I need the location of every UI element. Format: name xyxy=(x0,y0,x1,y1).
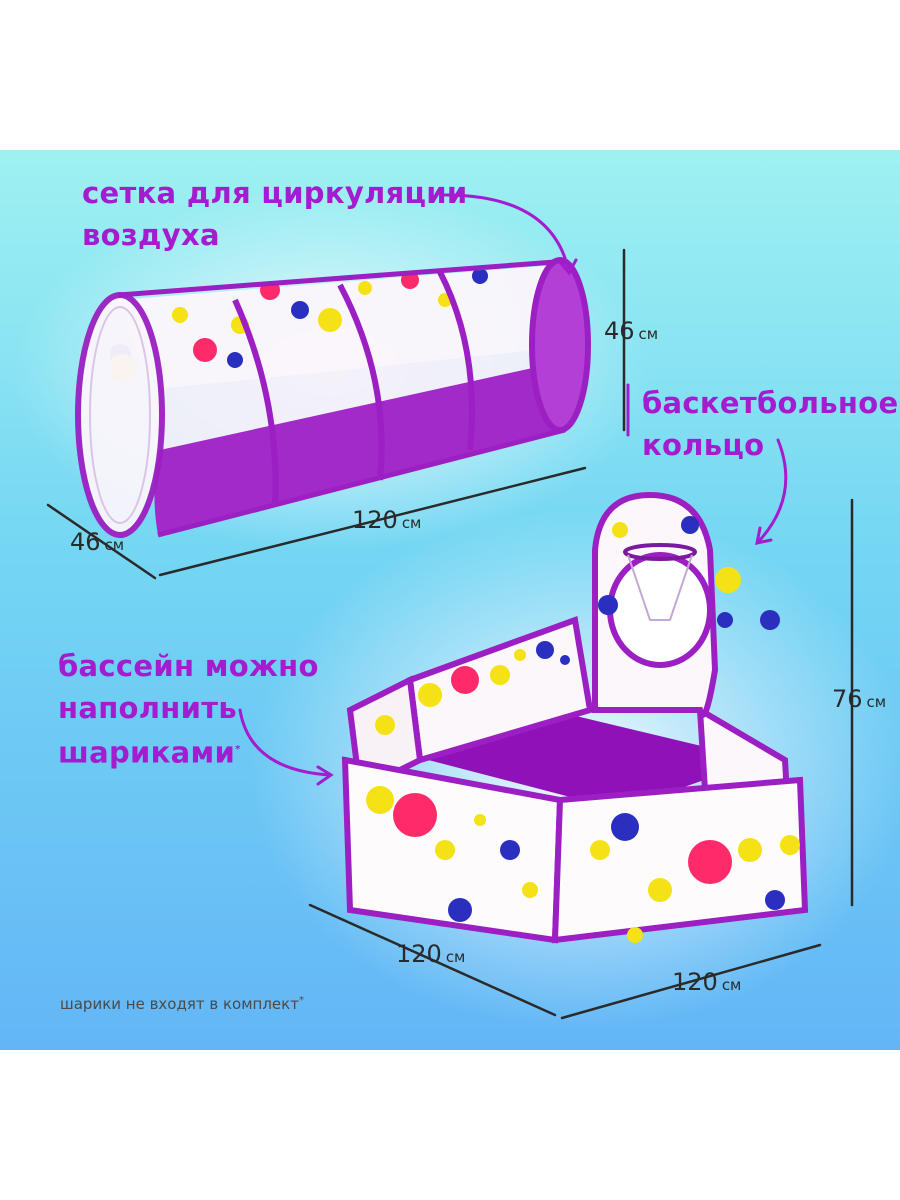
callout-arrows xyxy=(238,193,788,786)
dimension-lines xyxy=(46,248,854,1020)
callout-basketball-hoop: баскетбольное кольцо xyxy=(642,382,898,466)
callout-pool-line1: бассейн можно xyxy=(58,649,319,683)
callout-hoop-line2: кольцо xyxy=(642,428,765,462)
callout-pool-line2: наполнить xyxy=(58,691,238,725)
product-image: сетка для циркуляции воздуха баскетбольн… xyxy=(0,150,900,1050)
callout-pool-footnote-mark: * xyxy=(235,744,241,755)
footnote: шарики не входят в комплект* xyxy=(60,995,304,1013)
footnote-text: шарики не входят в комплект xyxy=(60,995,299,1013)
callout-air-line2: воздуха xyxy=(82,218,220,252)
callout-pool-line3: шариками xyxy=(58,735,236,770)
footnote-mark: * xyxy=(298,995,304,1006)
product-illustration xyxy=(10,190,900,1030)
ball-pool xyxy=(341,491,809,944)
callout-air-line1: сетка для циркуляции xyxy=(82,176,468,210)
callout-hoop-line1: баскетбольное xyxy=(642,386,899,420)
callout-pool: бассейн можно наполнить шариками* xyxy=(58,645,319,774)
callout-air-mesh: сетка для циркуляции воздуха xyxy=(82,172,468,256)
tunnel xyxy=(75,257,591,538)
